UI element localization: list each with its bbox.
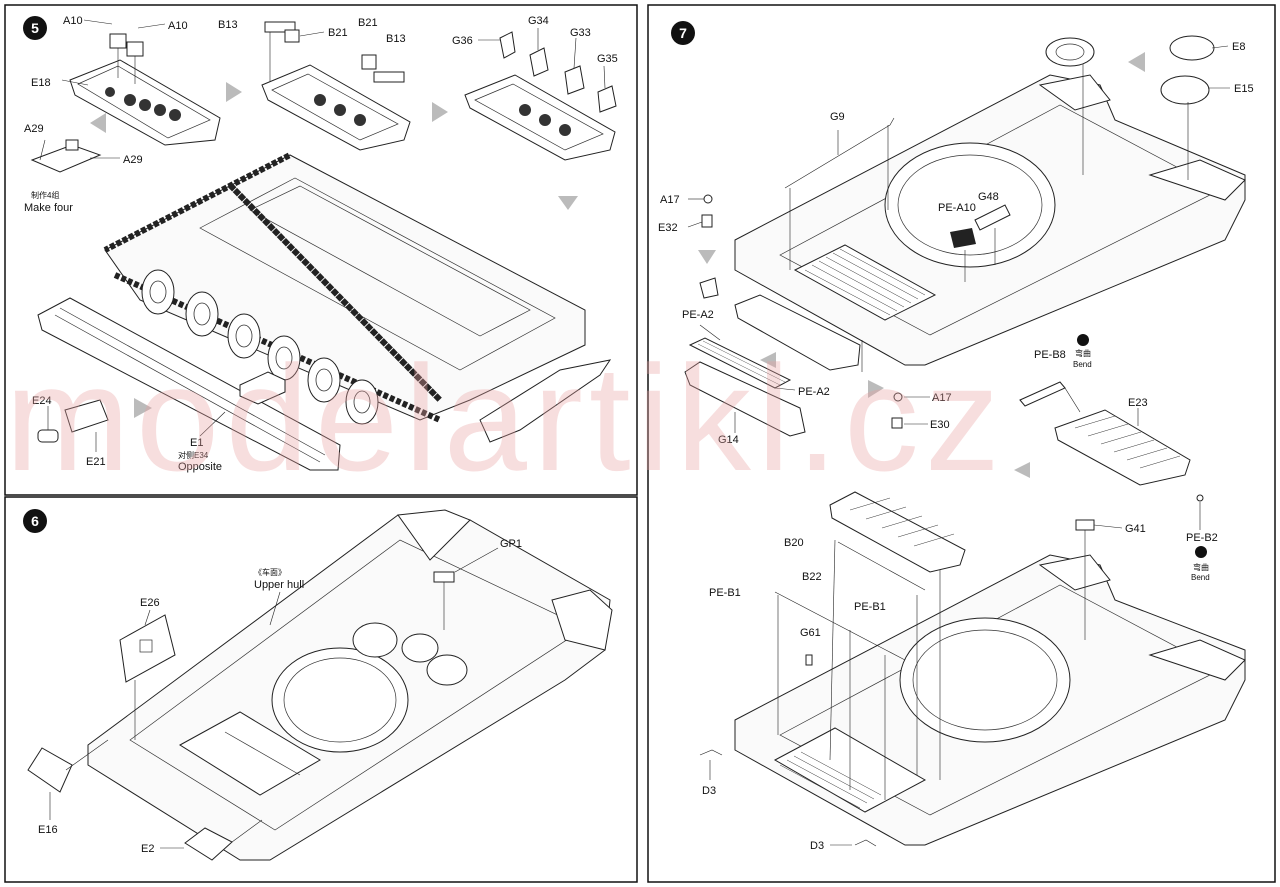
- gp1-part: [433, 547, 499, 630]
- label-b13-left: B13: [218, 19, 238, 31]
- label-bend-cn-2: 弯曲: [1193, 562, 1209, 572]
- label-g36: G36: [452, 35, 473, 47]
- bend-icon: [1195, 546, 1207, 558]
- label-bend-2: Bend: [1191, 573, 1210, 582]
- label-pe-a10: PE-A10: [938, 202, 976, 214]
- e18-plate-assembly: [61, 19, 221, 146]
- label-e26: E26: [140, 597, 160, 609]
- label-g34: G34: [528, 15, 549, 27]
- arrow-icon: [760, 352, 776, 368]
- step-number: 7: [679, 25, 687, 41]
- d3-parts: [699, 749, 877, 847]
- label-g61: G61: [800, 627, 821, 639]
- arrow-icon: [432, 102, 448, 122]
- e2-part: [160, 819, 263, 861]
- step-number: 6: [31, 513, 39, 529]
- step-number: 5: [31, 20, 39, 36]
- label-a29-left: A29: [24, 123, 44, 135]
- label-e1: E1: [190, 437, 203, 449]
- b13-b21-assembly: [261, 21, 411, 151]
- label-g33: G33: [570, 27, 591, 39]
- label-b21-right: B21: [358, 17, 378, 29]
- label-pe-a2-bottom: PE-A2: [798, 386, 830, 398]
- arrow-icon: [868, 380, 884, 398]
- e16-part: [27, 739, 109, 820]
- arrow-icon: [558, 196, 578, 210]
- label-e15: E15: [1234, 83, 1254, 95]
- step-number-badge: [23, 509, 47, 533]
- arrow-icon: [698, 250, 716, 264]
- watermark: modelartikl.cz: [5, 334, 1006, 502]
- label-e23: E23: [1128, 397, 1148, 409]
- label-g9: G9: [830, 111, 845, 123]
- label-upper-hull-cn: 《车面》: [254, 567, 286, 577]
- label-pe-b8: PE-B8: [1034, 349, 1066, 361]
- label-e16: E16: [38, 824, 58, 836]
- arrow-icon: [1014, 462, 1030, 478]
- arrow-icon: [134, 398, 152, 418]
- label-pe-b2: PE-B2: [1186, 532, 1218, 544]
- label-e2: E2: [141, 843, 154, 855]
- arrow-icon: [90, 113, 106, 133]
- a17-e32-parts: [687, 194, 713, 228]
- a29-part: [30, 139, 120, 173]
- label-b20: B20: [784, 537, 804, 549]
- label-a10-left: A10: [63, 15, 83, 27]
- label-a17-mid: A17: [932, 392, 952, 404]
- e23-exploded: [774, 491, 1123, 800]
- upper-hull-final: [734, 554, 1246, 846]
- label-e24: E24: [32, 395, 52, 407]
- label-e30: E30: [930, 419, 950, 431]
- step6: 6 GP1 《车面》 Upper hull: [23, 509, 613, 861]
- upper-hull-drawing: [87, 509, 613, 861]
- step5: 5 A10 A10 E18 A: [23, 15, 618, 473]
- label-make-four-cn: 制作4组: [31, 190, 59, 200]
- label-make-four: Make four: [24, 202, 73, 214]
- label-b22: B22: [802, 571, 822, 583]
- lower-hull-with-tracks: [37, 152, 612, 471]
- label-opposite-cn: 对侧E34: [178, 450, 209, 460]
- label-e32: E32: [658, 222, 678, 234]
- arrow-icon: [226, 82, 242, 102]
- e26-part: [119, 609, 176, 740]
- pe-a10-g48-parts: [950, 204, 1011, 282]
- bend-icon: [1077, 334, 1089, 346]
- label-g48: G48: [978, 191, 999, 203]
- label-b13-right: B13: [386, 33, 406, 45]
- a17-e30-parts: [861, 340, 930, 429]
- label-g14: G14: [718, 434, 739, 446]
- label-g35: G35: [597, 53, 618, 65]
- pe-b8-e23-parts: [1019, 334, 1204, 530]
- label-opposite: Opposite: [178, 461, 222, 473]
- e8-e15-hatches: [1045, 35, 1230, 180]
- label-a10-right: A10: [168, 20, 188, 32]
- label-bend-cn-1: 弯曲: [1075, 348, 1091, 358]
- label-b21-left: B21: [328, 27, 348, 39]
- label-e18: E18: [31, 77, 51, 89]
- e24-e21-parts: [37, 399, 109, 452]
- pe-a2-g14-grille: [684, 294, 861, 437]
- label-e21: E21: [86, 456, 106, 468]
- label-upper-hull: Upper hull: [254, 579, 304, 591]
- step-number-badge: [23, 16, 47, 40]
- label-pe-a2-top: PE-A2: [682, 309, 714, 321]
- label-pe-b1-right: PE-B1: [854, 601, 886, 613]
- g9-part: [784, 117, 895, 270]
- label-d3-bottom: D3: [810, 840, 824, 852]
- label-bend-1: Bend: [1073, 360, 1092, 369]
- label-a29-right: A29: [123, 154, 143, 166]
- step-number-badge: [671, 21, 695, 45]
- e32-mounted: [699, 277, 719, 299]
- arrow-icon: [1128, 52, 1145, 72]
- g-parts-assembly: [464, 28, 617, 161]
- label-pe-b1-left: PE-B1: [709, 587, 741, 599]
- label-d3-left: D3: [702, 785, 716, 797]
- label-a17-top: A17: [660, 194, 680, 206]
- step7: 7 G9: [658, 21, 1254, 852]
- label-e8: E8: [1232, 41, 1245, 53]
- label-gp1: GP1: [500, 538, 522, 550]
- label-g41: G41: [1125, 523, 1146, 535]
